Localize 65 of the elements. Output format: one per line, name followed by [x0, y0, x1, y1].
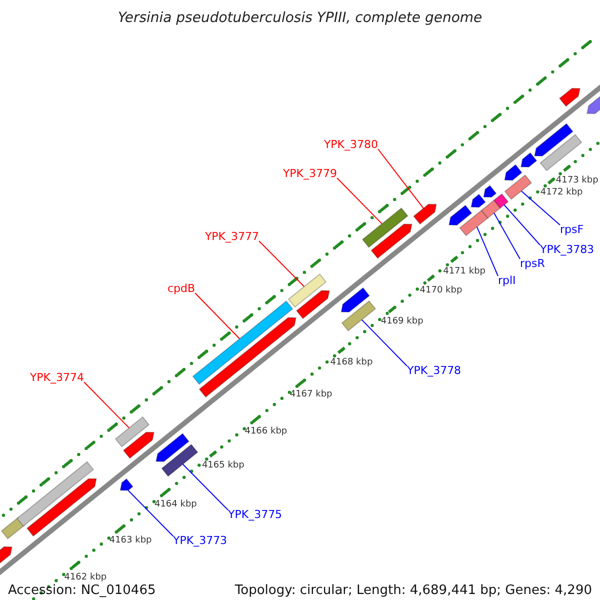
gene-feature: [288, 273, 327, 308]
gene-feature: [493, 193, 509, 209]
leader-line: [258, 240, 305, 288]
leader-line: [84, 382, 130, 428]
gene-feature: [540, 134, 582, 172]
gene-feature: [26, 478, 97, 537]
leader-line: [494, 212, 520, 260]
leader-line: [194, 292, 240, 340]
gene-feature: [534, 123, 574, 156]
leader-line: [476, 226, 498, 276]
gene-feature: [413, 204, 437, 225]
gene-feature: [122, 432, 154, 459]
leader-line: [378, 148, 424, 209]
gene-label: YPK_3775: [228, 509, 282, 520]
gene-feature: [341, 300, 376, 332]
leader-line: [128, 490, 174, 536]
gene-label: rpsF: [560, 224, 584, 235]
scale-label: 4166 kbp: [244, 427, 288, 436]
gene-feature: [504, 164, 522, 181]
gene-feature: [340, 287, 370, 312]
scale-label: 4172 kbp: [540, 188, 583, 198]
gene-feature: [504, 174, 532, 200]
title: Yersinia pseudotuberculosis YPIII, complete genome: [116, 10, 484, 26]
scale-label: 4173 kbp: [556, 176, 598, 186]
gene-label: YPK_3779: [282, 168, 337, 179]
scale-label: 4171 kbp: [443, 267, 486, 276]
gene-feature: [155, 432, 190, 462]
leader-line: [336, 178, 382, 224]
gene-feature: [480, 200, 501, 219]
gene-feature: [16, 461, 94, 527]
scale-label: 4170 kbp: [420, 286, 462, 296]
gene-feature: [296, 290, 330, 320]
scale-label: 4167 kbp: [290, 390, 332, 400]
scale-label: 4162 kbp: [64, 573, 107, 582]
gene-label: YPK_3774: [30, 372, 84, 383]
gene-feature: [192, 300, 294, 385]
gene-label: YPK_3778: [407, 365, 462, 376]
scale-label: 4164 kbp: [154, 500, 197, 510]
gene-label: YPK_3783: [540, 244, 594, 255]
gene-feature: [0, 546, 12, 566]
scale-label: 4163 kbp: [109, 536, 152, 546]
gene-feature: [161, 444, 198, 477]
gene-feature: [558, 88, 581, 107]
gene-label: rpsR: [520, 258, 545, 269]
scale-label: 4169 kbp: [380, 317, 424, 326]
scale-label: 4165 kbp: [202, 462, 244, 471]
gene-feature: [120, 478, 134, 491]
scale-label: 4168 kbp: [330, 358, 373, 368]
footer-text: Accession: NC_010465: [8, 584, 156, 597]
gene-feature: [362, 207, 408, 248]
gene-feature: [520, 152, 538, 168]
gene-label: YPK_3777: [204, 231, 259, 242]
leader-line: [361, 319, 408, 366]
footer-text: Topology: circular; Length: 4,689,441 bp; Genes: 4,290: [234, 584, 592, 597]
gene-label: rplI: [498, 275, 516, 286]
leader-line: [520, 190, 560, 226]
gene-label: YPK_3780: [324, 139, 378, 150]
gene-label: YPK_3773: [173, 535, 228, 546]
gene-feature: [114, 416, 150, 448]
leader-line: [182, 464, 228, 510]
leader-line: [504, 204, 540, 246]
gene-label: cpdB: [167, 283, 195, 294]
gene-feature: [370, 224, 412, 259]
gene-feature: [448, 204, 472, 226]
gene-feature: [459, 210, 488, 236]
